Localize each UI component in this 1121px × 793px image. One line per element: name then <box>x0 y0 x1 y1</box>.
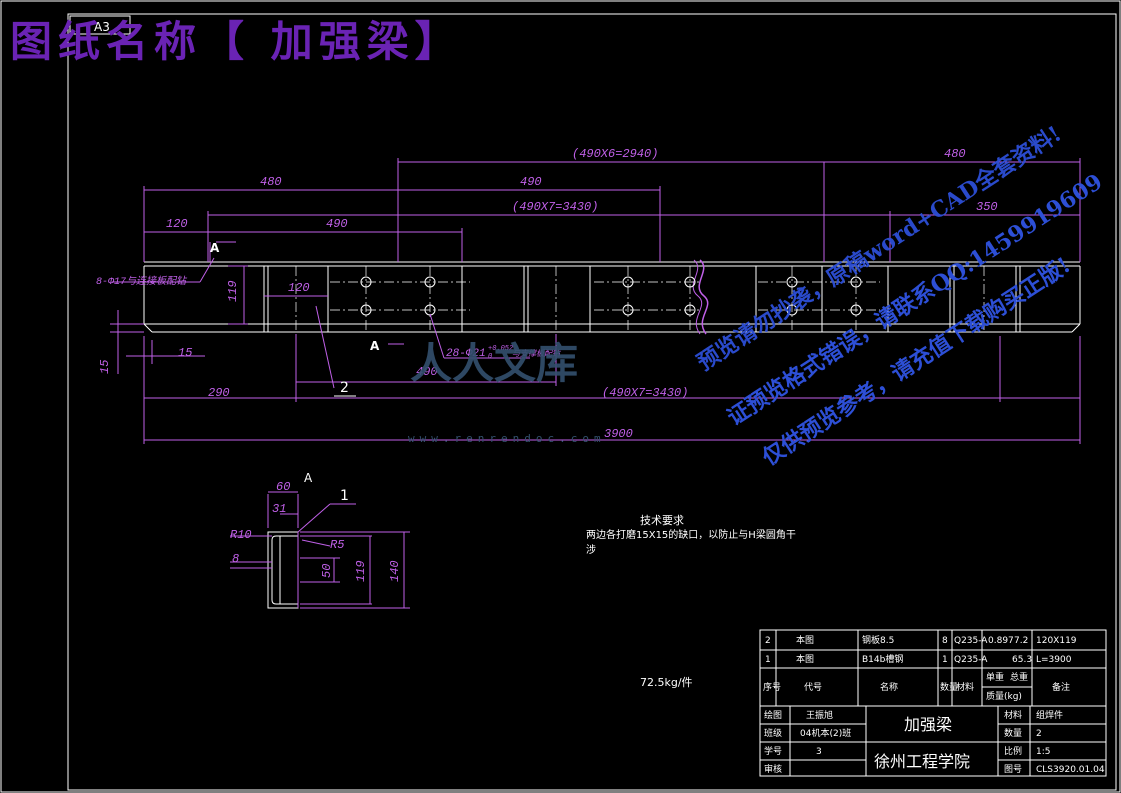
dim-350: 350 <box>976 200 998 214</box>
tb-check-label: 审核 <box>764 763 782 775</box>
bom-row2-material: Q235-A <box>954 636 988 646</box>
bom-header-no: 序号 <box>763 681 781 693</box>
dim-15-h: 15 <box>178 346 192 360</box>
hole-tolerance-upper: +0.052 <box>488 345 513 353</box>
tb-scale-value: 1:5 <box>1036 747 1050 757</box>
dim-2940: (490X6=2940) <box>572 147 658 161</box>
bom-header-total-weight: 总重 <box>1010 671 1028 683</box>
drawing-title-banner: 图纸名称【 加强梁】 <box>10 17 463 66</box>
bom-header-qty: 数量 <box>940 681 958 693</box>
tech-line-2: 涉 <box>586 543 596 556</box>
tb-id-label: 学号 <box>764 745 782 757</box>
tb-qty-label: 数量 <box>1004 727 1022 739</box>
sec-dim-119: 119 <box>354 560 368 582</box>
bom-header-unit-weight: 单重 <box>986 671 1004 683</box>
tb-drawing-no-value: CLS3920.01.04 <box>1036 765 1105 775</box>
sec-dim-50: 50 <box>320 564 334 578</box>
hole-note-mid-suffix: 与支撑板配钻 <box>512 349 561 359</box>
dim-120-b: 120 <box>288 281 310 295</box>
sec-dim-8: 8 <box>232 552 239 566</box>
bom-row2-name: 钢板8.5 <box>862 634 894 646</box>
bom-row2-qty: 8 <box>942 636 948 646</box>
break-line <box>698 259 709 335</box>
tech-heading: 技术要求 <box>640 514 684 527</box>
bom-row1-name: B14b槽钢 <box>862 653 903 665</box>
dim-490-c: 490 <box>416 365 438 379</box>
tb-school: 徐州工程学院 <box>874 752 970 771</box>
bom-row1-no: 1 <box>765 655 771 665</box>
section-mark-top: A <box>210 241 220 255</box>
part-label-1: 1 <box>340 488 349 504</box>
tb-qty-value: 2 <box>1036 729 1042 739</box>
bom-row2-total: 7.2 <box>1014 636 1028 646</box>
sec-dim-140: 140 <box>388 560 402 582</box>
dim-120-a: 120 <box>166 217 188 231</box>
tb-class-label: 班级 <box>764 727 782 739</box>
dim-480-left: 480 <box>260 175 282 189</box>
bom-header-material: 材料 <box>956 681 974 693</box>
section-dims <box>230 491 410 609</box>
sheet-size-box <box>69 15 131 35</box>
sheet-size-label: A3 <box>94 20 110 34</box>
tb-drawn-value: 王振旭 <box>806 709 833 721</box>
section-label: A <box>304 471 313 485</box>
bom-row2-code: 本图 <box>796 634 814 646</box>
inner-border <box>67 13 1117 791</box>
sec-dim-60: 60 <box>276 480 290 494</box>
dim-3430-top: (490X7=3430) <box>512 200 598 214</box>
title-block-grid <box>759 629 1107 777</box>
dimension-lines <box>110 158 1081 444</box>
dim-3430-bottom: (490X7=3430) <box>602 386 688 400</box>
dim-290: 290 <box>208 386 230 400</box>
tb-part-name: 加强梁 <box>904 715 952 734</box>
sec-dim-r5: R5 <box>330 538 344 552</box>
center-lines <box>295 266 985 332</box>
sec-dim-31: 31 <box>272 502 286 516</box>
section-view <box>267 531 299 609</box>
tb-class-value: 04机本(2)班 <box>800 727 851 739</box>
beam-elevation <box>143 261 1081 333</box>
bom-row1-code: 本图 <box>796 653 814 665</box>
weight-note: 72.5kg/件 <box>640 676 693 689</box>
section-mark-bottom: A <box>370 339 380 353</box>
tb-material-value: 组焊件 <box>1036 709 1063 721</box>
watermark-url: www.renrendoc.com <box>408 432 606 445</box>
watermark-logo: 人人文库 <box>410 339 579 388</box>
hole-note-left: 8-Φ17与连接板配钻 <box>96 275 188 288</box>
bom-row1-total: 65.3 <box>1012 655 1032 665</box>
bom-row1-material: Q235-A <box>954 655 988 665</box>
dim-119: 119 <box>226 280 240 302</box>
dim-3900: 3900 <box>604 427 633 441</box>
tech-line-1: 两边各打磨15X15的缺口，以防止与H梁圆角干 <box>586 528 796 541</box>
dim-15-v: 15 <box>98 360 112 374</box>
bom-row2-no: 2 <box>765 636 771 646</box>
bom-row2-unit: 0.897 <box>988 636 1014 646</box>
sec-dim-r10: R10 <box>230 528 252 542</box>
tb-drawn-label: 绘图 <box>764 709 782 721</box>
bom-header-mass: 质量(kg) <box>986 690 1022 702</box>
bom-header-code: 代号 <box>804 682 822 693</box>
hole-note-mid: 28-Φ21 <box>446 348 486 360</box>
hole-tolerance-lower: 0 <box>488 353 492 361</box>
tb-id-value: 3 <box>816 747 822 757</box>
bom-row1-note: L=3900 <box>1036 655 1072 665</box>
dim-490-b: 490 <box>326 217 348 231</box>
tb-scale-label: 比例 <box>1004 745 1022 757</box>
part-label-2: 2 <box>340 380 349 396</box>
dim-480-right: 480 <box>944 147 966 161</box>
break-line-2 <box>692 259 703 335</box>
bom-header-note: 备注 <box>1052 681 1070 693</box>
dim-490-a: 490 <box>520 175 542 189</box>
tb-material-label: 材料 <box>1004 709 1022 721</box>
bom-row2-note: 120X119 <box>1036 636 1077 646</box>
tb-drawing-no-label: 图号 <box>1004 764 1022 775</box>
bom-header-name: 名称 <box>880 681 898 693</box>
bom-row1-qty: 1 <box>942 655 948 665</box>
